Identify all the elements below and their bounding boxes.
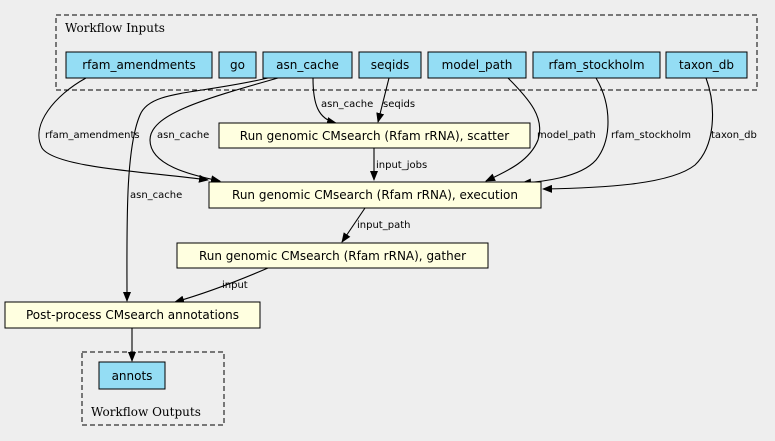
input-label-seqids: seqids <box>371 58 409 72</box>
input-label-rfam-stockholm: rfam_stockholm <box>548 58 644 72</box>
edge-label-seqids-scatter: seqids <box>383 99 415 110</box>
edge-label-input: input <box>222 280 248 291</box>
input-node-rfam-amendments[interactable]: rfam_amendments <box>65 51 213 79</box>
step-node-gather[interactable]: Run genomic CMsearch (Rfam rRNA), gather <box>176 242 489 269</box>
edge-label-asn-cache-postprocess: asn_cache <box>130 190 182 201</box>
edge-execution-to-gather <box>341 207 366 243</box>
input-node-seqids[interactable]: seqids <box>358 51 422 79</box>
edge-label-rfam-stockholm: rfam_stockholm <box>611 130 691 141</box>
edge-asn-cache-to-execution <box>149 77 279 184</box>
output-label-annots: annots <box>112 369 153 383</box>
workflow-inputs-cluster: Workflow Inputs <box>55 14 758 91</box>
edge-taxon-db-to-execution <box>542 77 714 193</box>
workflow-outputs-cluster: Workflow Outputs <box>81 351 225 426</box>
edges <box>38 77 714 362</box>
input-node-go[interactable]: go <box>218 51 257 79</box>
input-node-asn-cache[interactable]: asn_cache <box>262 51 353 79</box>
edge-label-taxon-db: taxon_db <box>711 130 757 141</box>
step-label-gather: Run genomic CMsearch (Rfam rRNA), gather <box>199 249 466 263</box>
edge-gather-to-postprocess <box>174 267 269 304</box>
input-label-asn-cache: asn_cache <box>276 58 339 72</box>
edge-label-input-path: input_path <box>357 220 410 231</box>
edge-asn-cache-to-postprocess <box>122 77 269 302</box>
step-node-scatter[interactable]: Run genomic CMsearch (Rfam rRNA), scatte… <box>218 122 531 149</box>
input-node-model-path[interactable]: model_path <box>427 51 527 79</box>
step-node-postprocess[interactable]: Post-process CMsearch annotations <box>4 301 261 329</box>
step-node-execution[interactable]: Run genomic CMsearch (Rfam rRNA), execut… <box>208 181 542 209</box>
input-label-taxon-db: taxon_db <box>679 58 734 72</box>
input-label-rfam-amendments: rfam_amendments <box>82 58 195 72</box>
edge-rfam-stockholm-to-execution <box>521 77 609 187</box>
input-node-rfam-stockholm[interactable]: rfam_stockholm <box>532 51 661 79</box>
edge-labels: asn_cache seqids rfam_amendments asn_cac… <box>45 99 757 291</box>
step-label-execution: Run genomic CMsearch (Rfam rRNA), execut… <box>232 188 518 202</box>
output-node-annots[interactable]: annots <box>98 361 166 390</box>
input-label-model-path: model_path <box>442 58 513 72</box>
input-label-go: go <box>230 58 245 72</box>
edge-rfam-amendments-to-execution <box>38 77 209 183</box>
edge-label-model-path: model_path <box>537 130 596 141</box>
edge-label-asn-cache-execution: asn_cache <box>157 130 209 141</box>
edge-label-rfam-amendments: rfam_amendments <box>45 130 140 141</box>
step-label-postprocess: Post-process CMsearch annotations <box>26 308 239 322</box>
input-node-taxon-db[interactable]: taxon_db <box>665 51 748 79</box>
workflow-outputs-label: Workflow Outputs <box>91 405 201 419</box>
edge-seqids-to-scatter <box>376 77 390 123</box>
edge-label-input-jobs: input_jobs <box>376 160 427 171</box>
workflow-inputs-label: Workflow Inputs <box>65 21 165 35</box>
edge-asn-cache-to-scatter <box>312 77 337 125</box>
edge-model-path-to-execution <box>485 77 541 182</box>
edge-label-asn-cache-scatter: asn_cache <box>321 99 373 110</box>
step-label-scatter: Run genomic CMsearch (Rfam rRNA), scatte… <box>240 129 509 143</box>
